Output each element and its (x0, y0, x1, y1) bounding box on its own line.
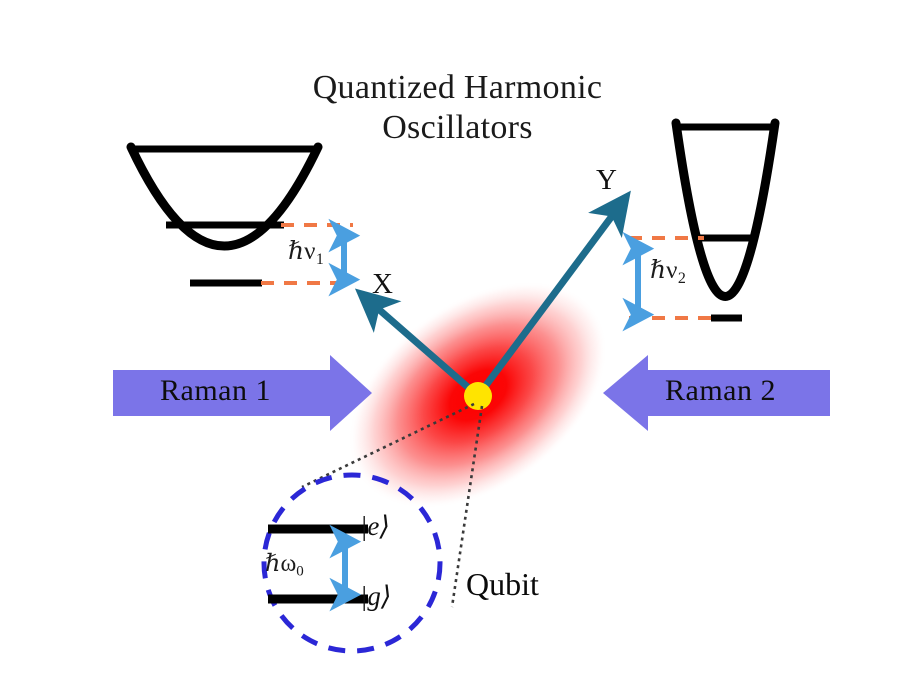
axis-label-y: Y (596, 164, 617, 196)
mode-axis-x (354, 288, 481, 399)
qubit-excited-ket-label: |e⟩ (360, 511, 390, 541)
right-harmonic-well (671, 118, 780, 322)
right-energy-gap-label: ℏν2 (650, 255, 686, 288)
qubit-hbar-omega-symbol: ℏω (265, 551, 297, 577)
axis-label-x: X (372, 268, 393, 300)
raman-1-label: Raman 1 (160, 374, 271, 407)
left-hbar-nu-subscript: 1 (315, 250, 324, 268)
qubit-callout-lines (301, 402, 484, 608)
qubit-caption: Qubit (466, 566, 539, 602)
right-hbar-nu-symbol: ℏν (650, 257, 678, 284)
page-title: Quantized Harmonic Oscillators (312, 69, 603, 147)
left-hbar-nu-symbol: ℏν (288, 238, 316, 265)
qubit-energy-label: ℏω0 (265, 549, 304, 581)
left-energy-gap-annotation (261, 218, 361, 297)
right-hbar-nu-subscript: 2 (677, 269, 686, 287)
raman-2-label: Raman 2 (665, 374, 776, 407)
raman-1-arrow (113, 355, 372, 431)
trapped-ion-dot (464, 382, 492, 410)
qubit-ground-ket-label: |g⟩ (360, 581, 392, 611)
left-energy-gap-label: ℏν1 (288, 236, 324, 269)
raman-2-arrow (603, 355, 830, 431)
left-harmonic-well (126, 142, 323, 287)
qubit-hbar-omega-subscript: 0 (296, 563, 304, 580)
qubit-inset (261, 472, 443, 654)
right-energy-gap-annotation (622, 231, 716, 332)
mode-axis-y (475, 190, 631, 399)
